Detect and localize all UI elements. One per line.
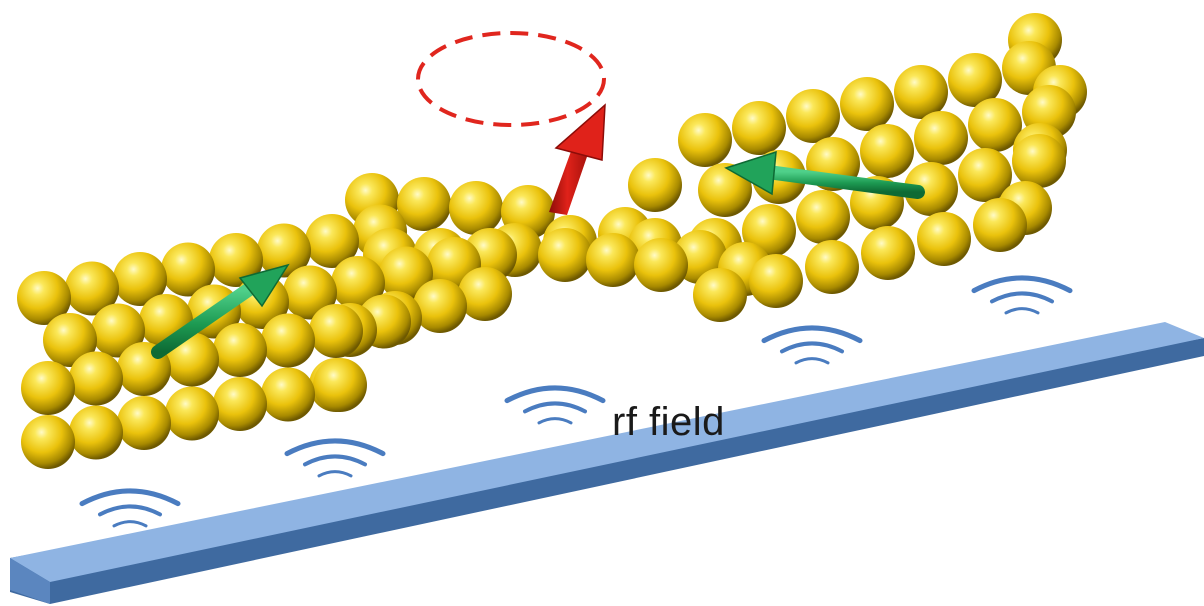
wave-icon bbox=[971, 275, 1073, 315]
precession-ellipse bbox=[416, 31, 606, 127]
sphere bbox=[21, 415, 75, 469]
sphere bbox=[958, 148, 1012, 202]
sphere bbox=[538, 228, 592, 282]
stripline bbox=[10, 322, 1204, 604]
sphere bbox=[213, 323, 267, 377]
sphere bbox=[283, 265, 337, 320]
sphere bbox=[397, 177, 451, 231]
left-domain-arrow bbox=[151, 263, 290, 359]
sphere bbox=[17, 271, 71, 325]
sphere bbox=[840, 77, 894, 131]
sphere bbox=[331, 256, 385, 310]
magnetic-nanowire bbox=[17, 13, 1087, 469]
sphere bbox=[973, 198, 1027, 252]
rf-field-label: rf field bbox=[612, 400, 725, 444]
rf-wave-markers bbox=[79, 275, 1073, 528]
sphere bbox=[914, 111, 968, 165]
sphere bbox=[894, 65, 948, 119]
sphere bbox=[261, 313, 315, 368]
wall-moment-arrow bbox=[549, 103, 606, 215]
sphere bbox=[861, 226, 915, 280]
sphere bbox=[749, 254, 803, 308]
stripline-front-edge bbox=[10, 558, 50, 604]
sphere bbox=[91, 303, 145, 358]
sphere bbox=[21, 361, 75, 415]
sphere bbox=[968, 98, 1022, 152]
sphere bbox=[860, 124, 914, 178]
sphere bbox=[117, 396, 171, 450]
sphere bbox=[209, 233, 263, 287]
right-domain-arrow bbox=[724, 150, 925, 199]
wave-icon bbox=[284, 438, 386, 478]
sphere bbox=[786, 89, 840, 143]
stripline-top bbox=[10, 322, 1204, 582]
sphere bbox=[257, 223, 311, 278]
sphere bbox=[1012, 134, 1066, 188]
sphere bbox=[65, 261, 119, 316]
sphere bbox=[113, 252, 167, 306]
sphere bbox=[458, 267, 512, 321]
sphere bbox=[796, 190, 850, 244]
sphere bbox=[586, 233, 640, 287]
wave-icon bbox=[761, 325, 863, 365]
sphere bbox=[261, 367, 315, 422]
sphere bbox=[313, 358, 367, 412]
sphere bbox=[634, 238, 688, 292]
sphere bbox=[43, 313, 97, 367]
sphere bbox=[165, 386, 219, 441]
wave-icon bbox=[79, 488, 181, 528]
sphere bbox=[69, 351, 123, 406]
sphere bbox=[449, 181, 503, 235]
sphere bbox=[698, 163, 752, 217]
wave-icon bbox=[504, 385, 606, 425]
sphere bbox=[948, 53, 1002, 107]
sphere bbox=[805, 240, 859, 294]
sphere bbox=[413, 279, 467, 333]
sphere bbox=[309, 304, 363, 358]
sphere bbox=[379, 246, 433, 301]
sphere bbox=[69, 405, 123, 460]
sphere bbox=[732, 101, 786, 155]
stripline-side bbox=[10, 338, 1204, 604]
sphere bbox=[904, 162, 958, 216]
sphere bbox=[678, 113, 732, 167]
sphere bbox=[305, 214, 359, 268]
sphere bbox=[213, 377, 267, 431]
sphere bbox=[693, 268, 747, 322]
sphere bbox=[161, 242, 215, 297]
sphere bbox=[917, 212, 971, 266]
sphere bbox=[628, 158, 682, 212]
